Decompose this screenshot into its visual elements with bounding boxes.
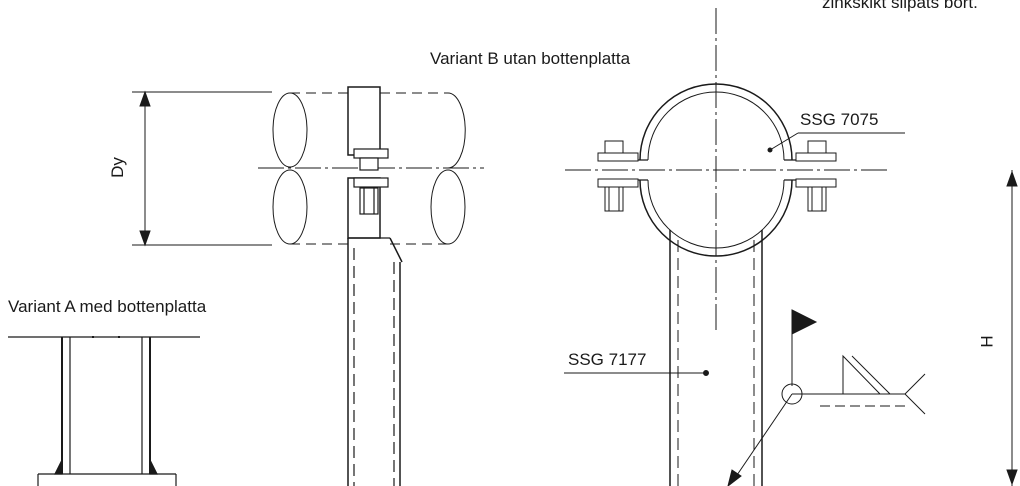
variant-b-drawing — [565, 8, 890, 486]
h-label: H — [977, 335, 997, 348]
dy-label: Dy — [107, 157, 127, 178]
leader-ssg7075 — [767, 132, 905, 153]
variant-b-title: Variant B utan bottenplatta — [430, 49, 631, 68]
clamp-side — [347, 86, 403, 486]
variant-a-title: Variant A med bottenplatta — [8, 297, 207, 316]
ssg-7075-label: SSG 7075 — [800, 110, 879, 129]
pipe-side-view — [258, 92, 484, 245]
ssg-7177-label: SSG 7177 — [568, 350, 647, 369]
note-cut-text: zinkskikt slipats bort. — [822, 0, 978, 12]
variant-a-drawing — [8, 336, 200, 486]
h-dimension — [1006, 170, 1018, 486]
weld-symbol — [727, 309, 926, 486]
leader-ssg7177 — [564, 370, 709, 376]
dy-dimension — [132, 90, 272, 247]
